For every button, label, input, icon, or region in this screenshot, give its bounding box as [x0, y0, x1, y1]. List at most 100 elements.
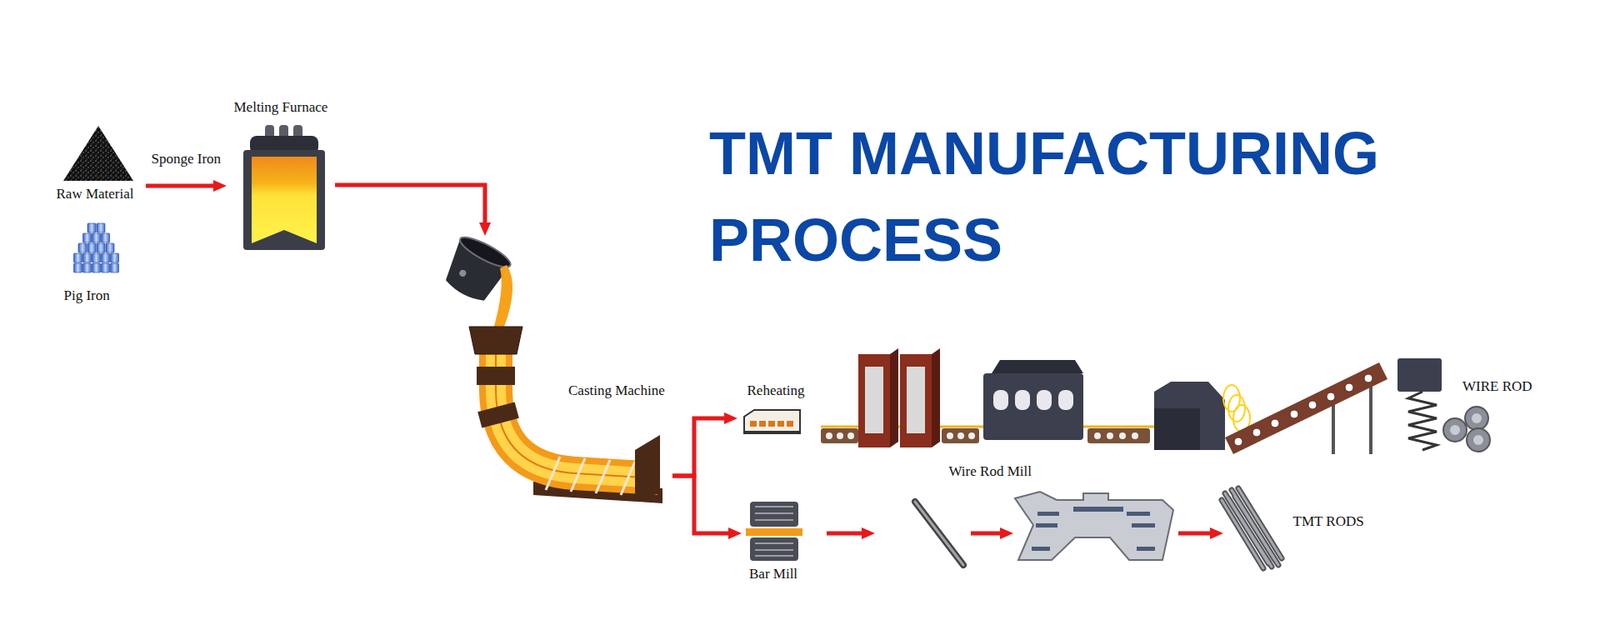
reheating-furnace-icon	[777, 420, 785, 427]
wire-rod-coils	[1465, 406, 1489, 430]
reheating-furnace-icon	[750, 420, 757, 427]
step-label: Wire Rod Mill	[949, 463, 1032, 480]
wire-rod-mill-line	[1106, 432, 1114, 440]
pig-iron-ingots	[110, 253, 120, 263]
pig-iron-ingots	[101, 253, 110, 263]
cooling-bed	[1015, 491, 1174, 560]
wire-rod-mill-line	[931, 348, 940, 448]
step-label: Raw Material	[56, 185, 135, 203]
pig-iron-ingots	[105, 243, 115, 253]
wire-rod-mill-line	[890, 348, 899, 448]
bar-mill-icon	[750, 501, 799, 527]
bar-mill-icon	[745, 528, 803, 536]
wire-rod-coils	[1397, 358, 1442, 392]
process-step: Raw Material	[45, 119, 146, 207]
wire-rod-mill-line	[1036, 390, 1052, 410]
single-bar	[915, 501, 964, 565]
bar-mill-icon	[755, 505, 794, 508]
wire-rod-mill-line	[1270, 419, 1280, 428]
melting-furnace-icon	[251, 156, 317, 244]
tmt-rod-bundle	[1228, 498, 1272, 567]
wire-rod-mill-line	[1364, 374, 1373, 383]
continuous-caster	[476, 366, 515, 385]
reheating-furnace-icon	[768, 420, 775, 427]
wire-rod-coils	[1471, 413, 1482, 424]
edge-label: Sponge Iron	[150, 150, 224, 168]
wire-rod-mill-line	[825, 432, 833, 440]
wire-rod-mill-line	[1345, 383, 1354, 392]
pig-iron-ingots	[74, 263, 83, 273]
pig-iron-ingots	[96, 243, 105, 253]
pig-iron-ingots	[78, 243, 87, 253]
cooling-bed	[1073, 506, 1124, 512]
process-step: Pig Iron	[58, 218, 127, 307]
wire-rod-mill-line	[957, 432, 965, 440]
pig-iron-ingots	[87, 243, 96, 253]
wire-rod-coils	[1466, 428, 1490, 452]
wire-rod-mill-line	[941, 428, 980, 444]
wire-rod-mill-line	[983, 373, 1084, 440]
wire-rod-mill-line	[865, 366, 884, 434]
step-label: TMT RODS	[1293, 513, 1365, 530]
pig-iron-ingots	[101, 263, 110, 273]
wire-rod-mill-line	[946, 432, 954, 440]
continuous-caster	[495, 354, 659, 479]
wire-rod-mill-line	[1087, 428, 1150, 444]
bar-line-arrows	[826, 531, 865, 536]
wire-rod-mill-line	[1015, 390, 1030, 410]
pig-iron-ingots	[87, 223, 96, 233]
wire-rod-mill-line	[858, 354, 890, 448]
process-step: Reheating	[737, 379, 809, 438]
cooling-bed	[1035, 523, 1058, 528]
cooling-bed	[1131, 523, 1155, 528]
wire-rod-mill-line	[1119, 432, 1126, 440]
pig-iron-ingots	[92, 263, 101, 273]
ladle-icon	[438, 232, 515, 330]
reheating-furnace-icon	[786, 420, 794, 427]
wire-rod-mill-line	[1234, 437, 1243, 446]
step-label: WIRE ROD	[1462, 378, 1533, 395]
bar-mill-icon	[755, 555, 794, 557]
flow-arrow	[145, 184, 217, 189]
single-bar	[915, 501, 964, 565]
cooling-bed	[1136, 546, 1155, 551]
wire-rod-coils	[1397, 358, 1490, 452]
bar-mill-icon	[755, 519, 794, 521]
wire-rod-mill-line	[1154, 381, 1225, 450]
pig-iron-ingots	[101, 233, 110, 243]
continuous-caster	[477, 401, 520, 428]
process-step: Wire Rod Mill	[816, 343, 1392, 487]
continuous-caster	[635, 435, 660, 500]
wire-rod-mill-line	[820, 428, 859, 444]
wire-rod-coils	[1408, 391, 1437, 450]
wire-rod-mill-line	[1131, 432, 1139, 440]
wire-rod-mill-line	[1094, 432, 1101, 440]
cooling-bed	[1037, 511, 1060, 516]
bar-mill-icon	[755, 549, 794, 551]
wire-rod-mill-line	[1058, 390, 1074, 410]
flow-arrow	[672, 475, 732, 534]
bar-line-arrows	[1178, 531, 1214, 536]
process-step: TMT RODS	[1208, 481, 1374, 577]
pig-iron-ingots	[92, 253, 101, 263]
wire-rod-mill-line	[1308, 400, 1317, 410]
process-step: Casting Machine	[437, 235, 673, 501]
pig-iron-ingots	[74, 223, 120, 273]
continuous-caster	[620, 461, 635, 495]
process-step: Melting Furnace	[226, 93, 335, 255]
wire-rod-mill-line	[1252, 428, 1261, 437]
bar-mill-icon	[755, 512, 794, 515]
flow-arrow	[335, 185, 485, 226]
continuous-caster	[545, 456, 560, 490]
continuous-caster	[469, 326, 523, 355]
wire-rod-mill-line	[906, 366, 925, 434]
process-step: WIRE ROD	[1395, 350, 1544, 459]
tmt-rod-bundle	[1235, 496, 1279, 565]
reheating-furnace-icon	[744, 430, 800, 434]
cooling-bed	[1031, 546, 1050, 551]
step-label: Pig Iron	[64, 287, 110, 305]
continuous-caster	[495, 354, 659, 479]
wire-rod-mill-line	[1290, 410, 1299, 419]
melting-furnace-icon	[243, 125, 325, 250]
step-label: Reheating	[747, 382, 805, 400]
